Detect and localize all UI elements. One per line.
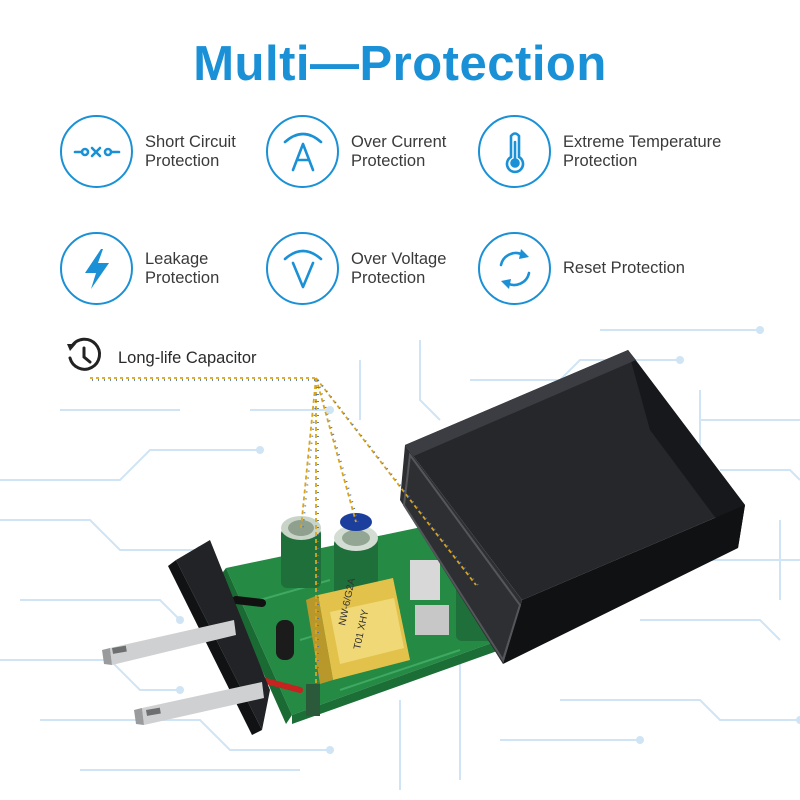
feature-label: Reset Protection xyxy=(563,259,685,277)
page-title: Multi—Protection xyxy=(193,37,607,91)
charger-body xyxy=(400,350,745,664)
long-life-capacitor: Long-life Capacitor xyxy=(64,336,257,381)
over-current-icon xyxy=(266,115,339,188)
over-voltage-icon xyxy=(266,232,339,305)
transformer: NW-6/G2A T01 XHY xyxy=(306,577,410,684)
clock-icon xyxy=(64,336,104,381)
reset-icon xyxy=(478,232,551,305)
capacitor-label: Long-life Capacitor xyxy=(118,349,257,367)
leader-lines xyxy=(90,377,479,684)
short-circuit-icon xyxy=(60,115,133,188)
pcb-components xyxy=(232,560,449,716)
feature-reset: Reset Protection xyxy=(478,232,753,305)
plug xyxy=(102,540,270,735)
capacitor-center xyxy=(334,525,378,596)
lightning-icon xyxy=(60,232,133,305)
thermometer-icon xyxy=(478,115,551,188)
circuit-background xyxy=(0,329,800,790)
